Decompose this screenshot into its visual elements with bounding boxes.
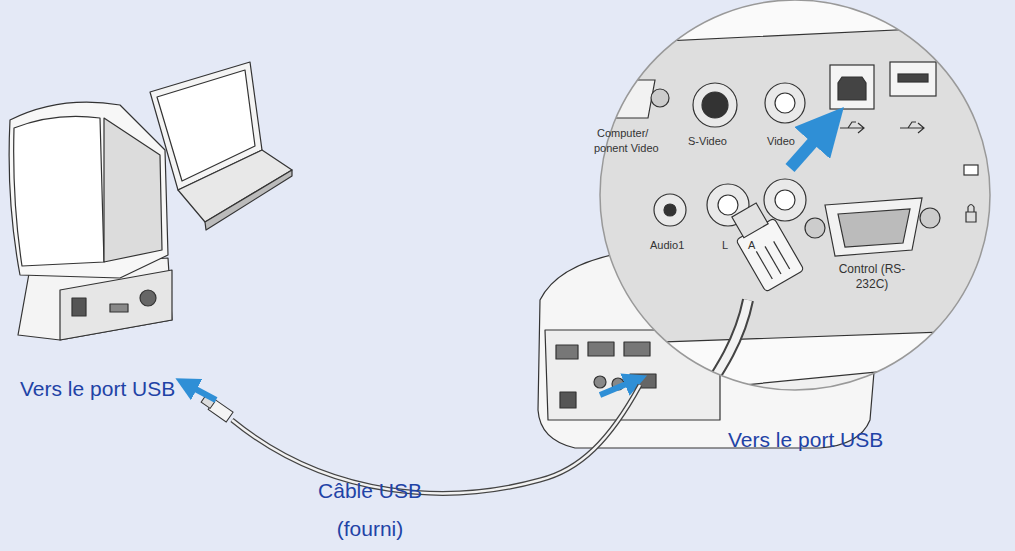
callout-label: Vers le port USB — [20, 376, 270, 402]
rca-port — [765, 83, 805, 123]
audio-socket — [664, 204, 676, 216]
audio-jack — [654, 194, 686, 226]
usb-symbol — [900, 122, 924, 133]
usb-a-port — [890, 62, 936, 96]
desktop-computer — [9, 102, 172, 340]
power-inlet — [560, 392, 576, 408]
usb-cable — [200, 385, 640, 493]
computer-port — [110, 304, 128, 312]
rca-socket — [775, 93, 795, 113]
usb-b-socket — [838, 77, 866, 100]
insert-arrow — [600, 380, 636, 395]
computer-base-side — [60, 270, 172, 340]
monitor-screen — [14, 116, 104, 266]
port-label: A — [748, 238, 762, 252]
insert-arrow — [790, 125, 828, 168]
projector-edge — [590, 360, 1000, 400]
port-label: L — [722, 238, 736, 252]
port-screw — [805, 218, 825, 238]
usb-b-port — [830, 65, 874, 109]
port-label: S-Video — [688, 134, 748, 148]
cable-wire-core — [232, 385, 640, 493]
monitor-body — [9, 102, 168, 278]
plug-tip — [732, 203, 768, 238]
rs232-socket — [838, 209, 910, 247]
callout-label: Câble USB (fourni) — [300, 472, 440, 548]
rs232-port — [825, 198, 922, 256]
rca-socket — [775, 190, 795, 210]
monitor-side — [104, 118, 162, 262]
zoom-panel — [580, 25, 1000, 400]
port-label: Computer/ — [597, 126, 667, 140]
svideo-port — [693, 83, 737, 127]
usb-a-socket — [898, 74, 928, 82]
lock-icon — [966, 205, 976, 223]
port-screw — [920, 208, 940, 228]
usb-b-plug — [725, 199, 804, 292]
plug-grip — [774, 241, 790, 269]
security-slot — [964, 165, 978, 175]
projector-port — [588, 342, 614, 356]
zoom-outline — [600, 0, 990, 390]
cable-wire — [232, 385, 640, 493]
rca-port — [764, 179, 806, 221]
laptop-edge — [205, 170, 292, 230]
rca-socket — [718, 195, 738, 215]
projector-port — [624, 342, 650, 356]
port-label: Audio1 — [650, 238, 700, 252]
usb-symbol — [840, 122, 864, 133]
cable-wire-core — [700, 300, 748, 400]
port-label: Video — [767, 134, 817, 148]
computer-fan — [140, 290, 156, 306]
insert-arrow — [186, 384, 216, 400]
port-label: Control (RS-232C) — [832, 262, 912, 292]
projector-jack — [594, 376, 606, 388]
vga-port — [585, 80, 655, 118]
cable-wire — [700, 300, 748, 400]
port-screw — [651, 89, 669, 107]
projector-port — [556, 345, 578, 359]
computer-port — [72, 298, 86, 316]
svideo-socket — [702, 92, 728, 118]
port-label: ponent Video — [594, 141, 674, 155]
laptop — [150, 62, 292, 230]
callout-label: Vers le port USB — [728, 427, 978, 453]
